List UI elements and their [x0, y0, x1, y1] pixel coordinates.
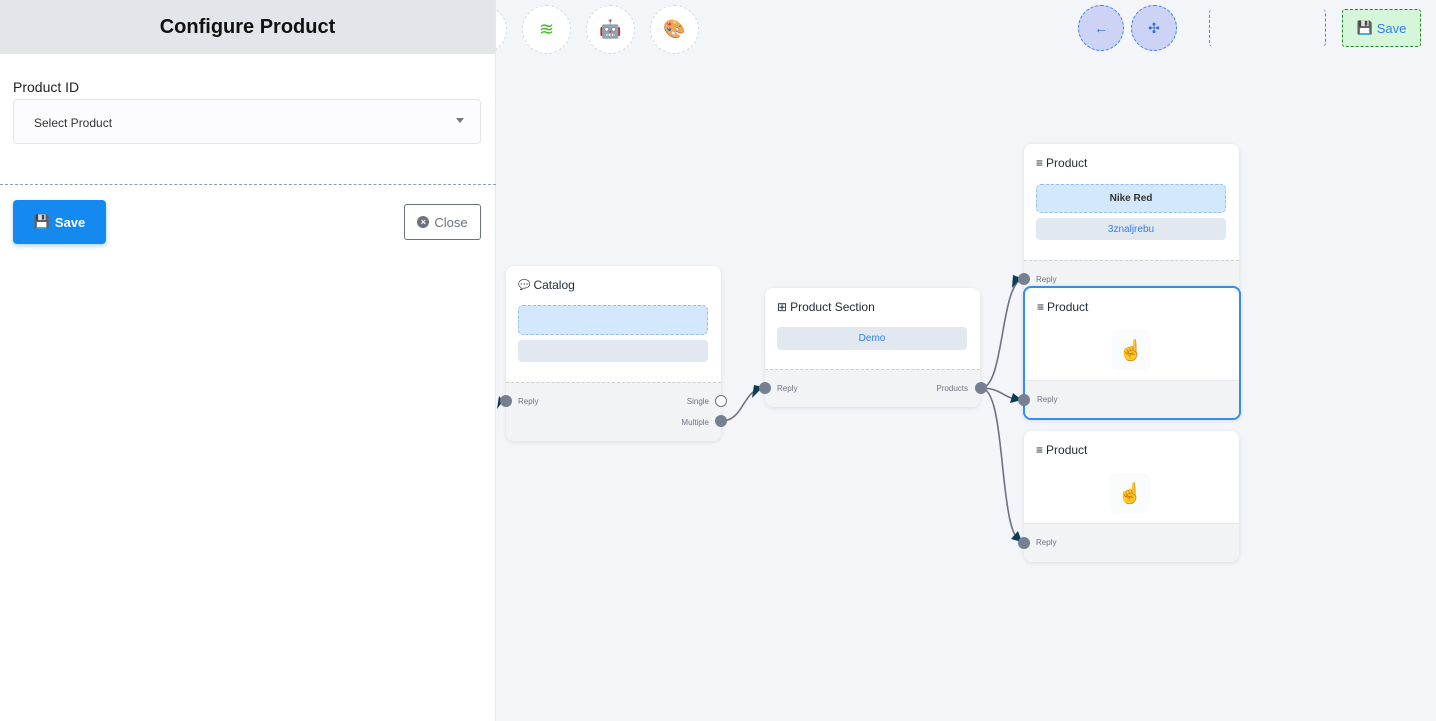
- edge-products-to-product1: [980, 278, 1025, 389]
- save-label: Save: [1376, 20, 1407, 36]
- bars-icon: ≡: [1037, 300, 1045, 314]
- toolbar-input[interactable]: [1209, 9, 1326, 47]
- product-node-2[interactable]: ≡Product ☝ Reply: [1023, 286, 1241, 420]
- save-icon: 💾: [33, 214, 50, 229]
- chevron-down-icon: [456, 118, 464, 123]
- section-reply-handle[interactable]: [759, 382, 771, 394]
- node-footer: Reply: [1025, 380, 1239, 418]
- product2-reply-handle[interactable]: [1018, 394, 1030, 406]
- arrow-left-icon[interactable]: ←: [1078, 5, 1124, 51]
- bars-icon: ≡: [1036, 443, 1044, 457]
- title-text: Product: [1046, 443, 1088, 457]
- handle-label: Reply: [777, 384, 798, 393]
- node-footer: Reply: [1024, 523, 1239, 562]
- select-placeholder: Select Product: [34, 116, 113, 130]
- handle-label: Single: [686, 397, 709, 406]
- catalog-single-handle[interactable]: [715, 395, 727, 407]
- product-id[interactable]: 3znaljrebu: [1036, 218, 1226, 240]
- section-item[interactable]: Demo: [777, 327, 967, 350]
- section-products-handle[interactable]: [975, 382, 987, 394]
- handle-label: Reply: [1037, 395, 1058, 404]
- bars-icon: ≡: [1036, 156, 1044, 170]
- product-section-node[interactable]: ⊞Product Section Demo Reply Products: [765, 288, 980, 407]
- node-title: ⊞Product Section: [777, 300, 875, 314]
- stack-overflow-icon[interactable]: ≋: [522, 5, 571, 54]
- handle-label: Reply: [1036, 538, 1057, 547]
- table-icon: ⊞: [777, 300, 788, 314]
- divider: [0, 184, 496, 185]
- handle-label: Reply: [1036, 275, 1057, 284]
- configure-product-panel: Configure Product Product ID Select Prod…: [0, 0, 496, 721]
- catalog-blur-item: [518, 340, 708, 362]
- hand-pointer-icon: ☝: [1111, 330, 1151, 370]
- node-title: 💬Catalog: [518, 278, 575, 292]
- catalog-node[interactable]: 💬Catalog Reply Single Multiple: [506, 266, 721, 441]
- toolbar-save-button[interactable]: 💾Save: [1342, 9, 1421, 47]
- product-name[interactable]: Nike Red: [1036, 184, 1226, 213]
- handle-label: Products: [936, 384, 968, 393]
- product1-reply-handle[interactable]: [1018, 273, 1030, 285]
- edge-products-to-product3: [980, 387, 1025, 544]
- save-icon: 💾: [1356, 20, 1373, 35]
- compress-icon[interactable]: ✣: [1131, 5, 1177, 51]
- node-footer: Reply Single Multiple: [506, 382, 721, 441]
- product-node-1[interactable]: ≡Product Nike Red 3znaljrebu Reply: [1024, 144, 1239, 294]
- product-node-3[interactable]: ≡Product ☝ Reply: [1024, 431, 1239, 562]
- product-id-label: Product ID: [13, 79, 80, 95]
- catalog-multiple-handle[interactable]: [715, 415, 727, 427]
- node-title: ≡Product: [1036, 156, 1087, 170]
- panel-close-button[interactable]: × Close: [404, 204, 481, 240]
- node-title: ≡Product: [1036, 443, 1087, 457]
- handle-label: Reply: [518, 397, 539, 406]
- title-text: Product: [1047, 300, 1089, 314]
- node-footer: Reply Products: [765, 369, 980, 407]
- close-icon: ×: [417, 216, 430, 228]
- panel-title: Configure Product: [0, 0, 495, 54]
- handle-label: Multiple: [681, 418, 709, 427]
- close-label: Close: [434, 214, 468, 230]
- edge-multiple-to-section: [720, 387, 766, 422]
- robot-icon[interactable]: 🤖: [586, 5, 635, 54]
- hand-pointer-icon: ☝: [1110, 473, 1150, 513]
- node-title: ≡Product: [1037, 300, 1088, 314]
- save-label: Save: [54, 214, 86, 230]
- panel-save-button[interactable]: 💾 Save: [13, 200, 106, 244]
- title-text: Product Section: [790, 300, 875, 314]
- product-select[interactable]: Select Product: [13, 99, 481, 144]
- title-text: Catalog: [533, 278, 575, 292]
- catalog-reply-handle[interactable]: [500, 395, 512, 407]
- product3-reply-handle[interactable]: [1018, 537, 1030, 549]
- palette-icon[interactable]: 🎨: [650, 5, 699, 54]
- comment-icon: 💬: [518, 279, 531, 291]
- title-text: Product: [1046, 156, 1088, 170]
- catalog-blur-box: [518, 305, 708, 335]
